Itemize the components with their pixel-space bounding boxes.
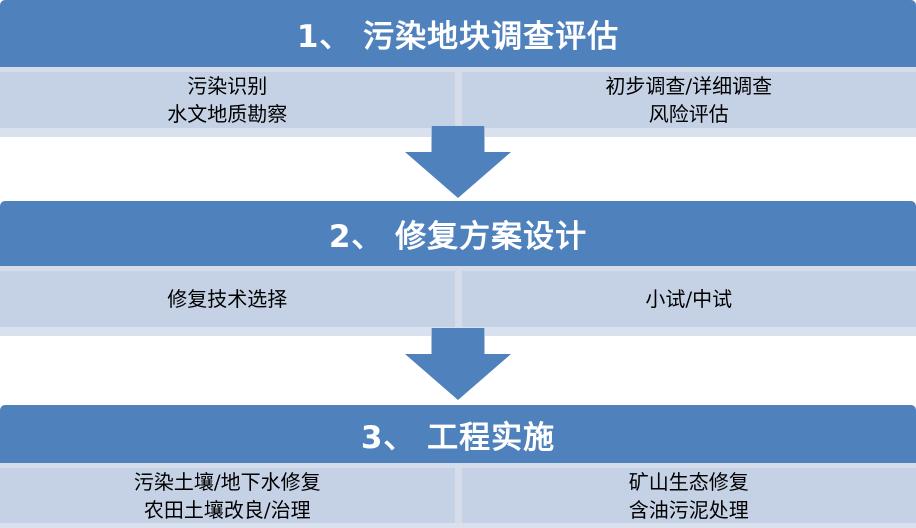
process-item-label: 风险评估: [648, 102, 729, 126]
down-arrow-icon: [405, 328, 511, 400]
stage-3-left-cell: 污染土壤/地下水修复 农田土壤改良/治理: [0, 468, 455, 523]
down-arrow-shaft: [431, 126, 485, 152]
stage-3-section: 3、 工程实施 污染土壤/地下水修复 农田土壤改良/治理 矿山生态修复 含油污泥…: [0, 405, 916, 528]
process-item-label: 水文地质勘察: [167, 102, 288, 126]
stage-1-body: 污染识别 水文地质勘察 初步调查/详细调查 风险评估: [0, 67, 916, 128]
process-item-label: 初步调查/详细调查: [605, 74, 773, 98]
process-item-label: 矿山生态修复: [628, 469, 749, 494]
stage-3-footer-strip: [0, 523, 916, 528]
down-arrow-icon: [405, 126, 511, 198]
stage-1-right-cell: 初步调查/详细调查 风险评估: [461, 72, 916, 128]
stage-1-title: 1、 污染地块调查评估: [296, 19, 620, 55]
process-item-label: 农田土壤改良/治理: [143, 497, 311, 522]
stage-1-left-cell: 污染识别 水文地质勘察: [0, 72, 455, 128]
stage-3-body: 污染土壤/地下水修复 农田土壤改良/治理 矿山生态修复 含油污泥处理: [0, 463, 916, 523]
down-arrow-head: [405, 354, 511, 400]
flow-gap-1: [0, 126, 916, 201]
stage-2-section: 2、 修复方案设计 修复技术选择 小试/中试: [0, 201, 916, 336]
stage-2-header: 2、 修复方案设计: [0, 201, 916, 266]
stage-3-title: 3、 工程实施: [360, 419, 556, 456]
process-item-label: 修复技术选择: [167, 287, 288, 311]
process-item-label: 污染土壤/地下水修复: [133, 469, 321, 494]
stage-2-right-cell: 小试/中试: [461, 271, 916, 327]
stage-3-right-cell: 矿山生态修复 含油污泥处理: [461, 468, 916, 523]
stage-2-body: 修复技术选择 小试/中试: [0, 266, 916, 327]
down-arrow-head: [405, 152, 511, 198]
process-item-label: 含油污泥处理: [628, 497, 749, 522]
stage-1-section: 1、 污染地块调查评估 污染识别 水文地质勘察 初步调查/详细调查 风险评估: [0, 0, 916, 137]
down-arrow-shaft: [431, 328, 485, 354]
stage-1-header: 1、 污染地块调查评估: [0, 0, 916, 67]
stage-2-title: 2、 修复方案设计: [328, 219, 588, 255]
process-item-label: 小试/中试: [645, 287, 733, 311]
flow-gap-2: [0, 328, 916, 405]
process-item-label: 污染识别: [187, 74, 268, 98]
stage-2-left-cell: 修复技术选择: [0, 271, 455, 327]
stage-3-header: 3、 工程实施: [0, 405, 916, 463]
